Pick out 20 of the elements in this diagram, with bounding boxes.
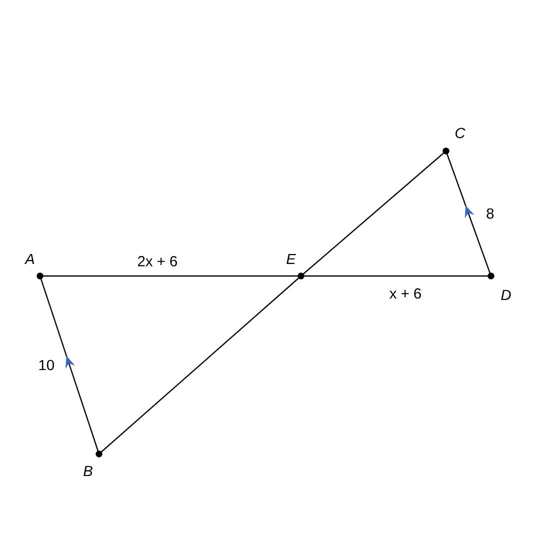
node-label: B bbox=[84, 466, 92, 476]
node-label: D bbox=[501, 290, 511, 300]
edge-label: 2x + 6 bbox=[138, 256, 177, 266]
node-label: E bbox=[286, 254, 296, 264]
node-label: A bbox=[24, 254, 34, 264]
point: E bbox=[286, 254, 304, 280]
point: D bbox=[488, 272, 511, 300]
point: C bbox=[442, 128, 466, 154]
edge-label: 10 bbox=[39, 360, 54, 370]
point: A bbox=[24, 254, 44, 280]
line-segment bbox=[301, 275, 491, 277]
line-segment bbox=[300, 150, 446, 276]
line-segment bbox=[445, 150, 492, 276]
point: B bbox=[84, 450, 102, 476]
line-segment bbox=[98, 276, 302, 454]
line-segment bbox=[39, 276, 100, 454]
edge-label: x + 6 bbox=[390, 288, 421, 299]
line-segment bbox=[40, 275, 301, 277]
edge-label: 8 bbox=[486, 208, 494, 219]
node-label: C bbox=[456, 128, 466, 138]
